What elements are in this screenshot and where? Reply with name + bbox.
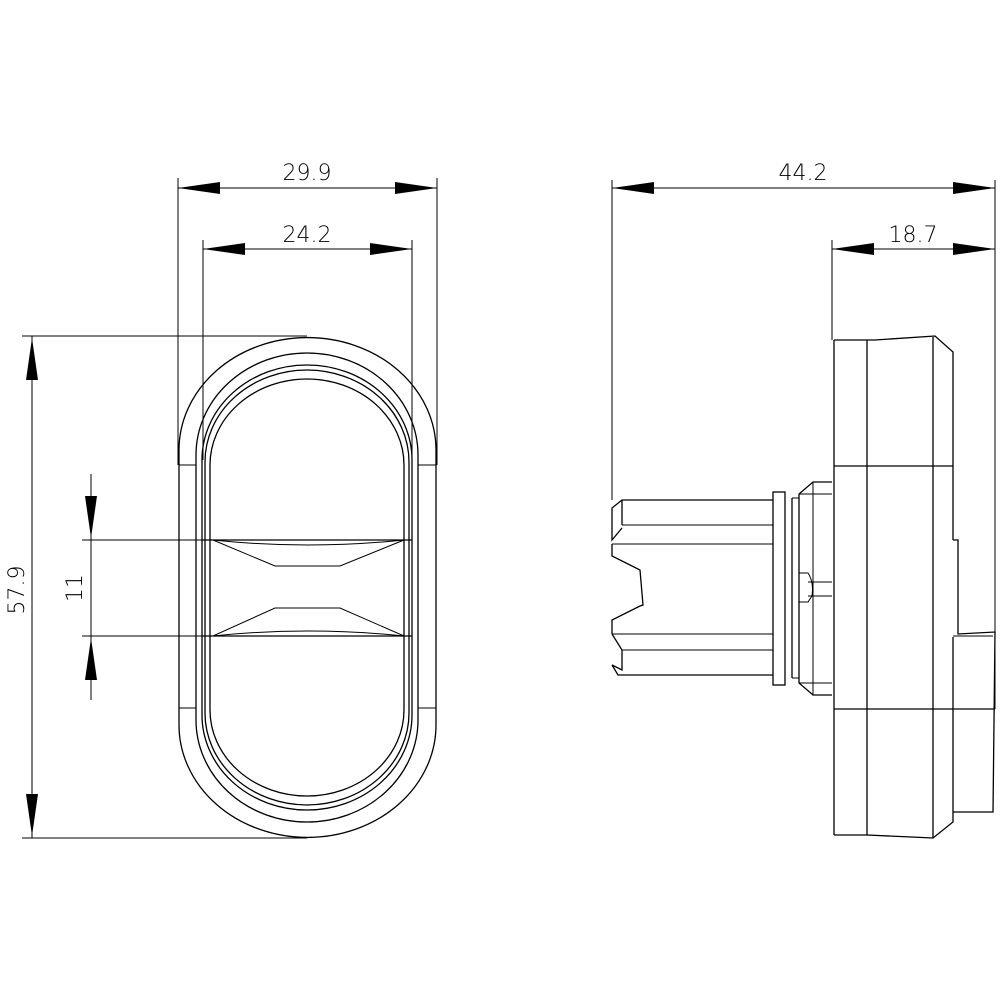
- dim-label-11: 11: [63, 574, 88, 602]
- dim-label-44-2: 44.2: [779, 161, 828, 186]
- dim-label-18-7: 18.7: [889, 223, 938, 248]
- dim-label-29-9: 29.9: [283, 161, 332, 186]
- dim-label-57-9: 57.9: [5, 566, 30, 615]
- arrow-down-icon: [85, 496, 97, 538]
- arrow-right-icon: [370, 243, 412, 255]
- arrow-right-icon: [953, 182, 995, 194]
- front-dimension-width-outer: 29.9: [177, 161, 438, 465]
- arrow-left-icon: [832, 243, 874, 255]
- arrow-up-icon: [85, 638, 97, 680]
- arrow-left-icon: [203, 243, 245, 255]
- front-dimension-gap: 11: [63, 474, 202, 700]
- side-dimension-body-depth: 18.7: [831, 223, 995, 340]
- arrow-up-icon: [26, 338, 38, 380]
- side-dimension-total-depth: 44.2: [611, 161, 996, 709]
- arrow-right-icon: [395, 182, 437, 194]
- arrow-left-icon: [612, 182, 654, 194]
- arrow-down-icon: [26, 794, 38, 836]
- front-dimension-height: 57.9: [5, 335, 307, 839]
- front-dimension-width-inner: 24.2: [202, 223, 413, 460]
- arrow-left-icon: [178, 182, 220, 194]
- arrow-right-icon: [953, 243, 995, 255]
- side-view: [611, 335, 996, 839]
- front-view: [178, 336, 437, 839]
- dim-label-24-2: 24.2: [283, 223, 332, 248]
